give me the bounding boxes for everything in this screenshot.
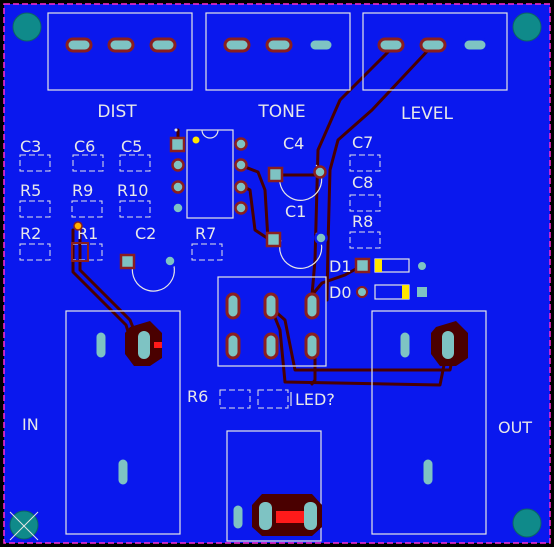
pot-level: LEVEL bbox=[362, 12, 508, 124]
ref-r6: R6 bbox=[187, 387, 208, 406]
mount-hole-bl bbox=[9, 510, 39, 540]
ref-r10: R10 bbox=[117, 181, 148, 200]
pot-level-label: LEVEL bbox=[401, 104, 454, 124]
diode-d1 bbox=[354, 257, 428, 274]
mount-hole-tl bbox=[12, 12, 42, 42]
jack-out: OUT bbox=[371, 310, 532, 535]
ref-r8: R8 bbox=[352, 212, 373, 231]
pot-tone-label: TONE bbox=[257, 102, 305, 122]
jack-out-label: OUT bbox=[498, 418, 532, 437]
cap-c1 bbox=[265, 231, 328, 269]
ref-c3: C3 bbox=[20, 137, 41, 156]
ref-r1: R1 bbox=[77, 224, 98, 243]
diode-d0 bbox=[356, 284, 429, 300]
cap-c4 bbox=[267, 164, 327, 201]
ref-c4: C4 bbox=[283, 134, 304, 153]
mounting-holes bbox=[9, 12, 542, 541]
board-copper-pour bbox=[3, 3, 551, 544]
pot-tone: TONE bbox=[205, 12, 351, 122]
dc-jack bbox=[226, 430, 322, 542]
ref-d0: D0 bbox=[329, 283, 352, 302]
ref-c5: C5 bbox=[121, 137, 142, 156]
ref-c6: C6 bbox=[74, 137, 95, 156]
pot-dist: DIST bbox=[47, 12, 193, 122]
ref-r7: R7 bbox=[195, 224, 216, 243]
jack-in: IN bbox=[22, 310, 181, 535]
component-labels: C3 C6 C5 C4 C7 C8 R5 R9 R10 R2 R1 C2 R7 … bbox=[20, 133, 373, 409]
ref-r2: R2 bbox=[20, 224, 41, 243]
smd-footprints bbox=[19, 154, 381, 409]
ref-d1: D1 bbox=[329, 257, 352, 276]
ref-r5: R5 bbox=[20, 181, 41, 200]
mount-hole-tr bbox=[512, 12, 542, 42]
jack-in-label: IN bbox=[22, 415, 39, 434]
ref-led: LED? bbox=[295, 390, 335, 409]
ref-r9: R9 bbox=[72, 181, 93, 200]
r1-pads bbox=[71, 221, 89, 262]
ref-c1: C1 bbox=[285, 202, 306, 221]
ref-c8: C8 bbox=[352, 173, 373, 192]
mount-hole-br bbox=[512, 508, 542, 538]
footswitch bbox=[217, 276, 327, 367]
pot-dist-label: DIST bbox=[97, 102, 137, 122]
ref-c7: C7 bbox=[352, 133, 373, 152]
cap-c2 bbox=[119, 253, 177, 292]
ref-c2: C2 bbox=[135, 224, 156, 243]
ic-dip8 bbox=[169, 128, 248, 219]
